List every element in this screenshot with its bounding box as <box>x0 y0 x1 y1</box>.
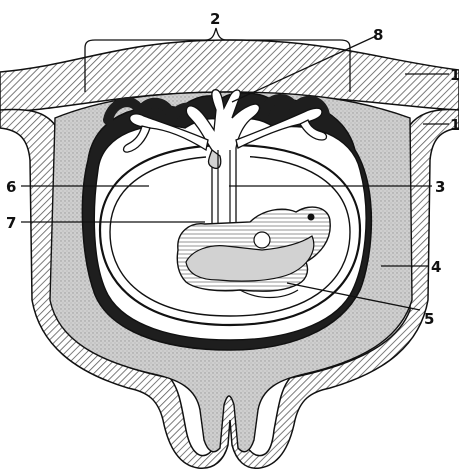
label-2: 2 <box>210 10 220 28</box>
label-6: 6 <box>6 178 16 196</box>
label-4: 4 <box>431 258 441 276</box>
embryo-eye <box>308 214 315 221</box>
label-1-lower: 1 <box>450 116 459 134</box>
label-3: 3 <box>435 178 445 196</box>
label-5: 5 <box>424 310 434 328</box>
label-1-upper: 1 <box>450 66 459 84</box>
label-7: 7 <box>6 214 16 232</box>
label-8: 8 <box>373 26 383 44</box>
embryo-vesicle <box>254 232 270 248</box>
